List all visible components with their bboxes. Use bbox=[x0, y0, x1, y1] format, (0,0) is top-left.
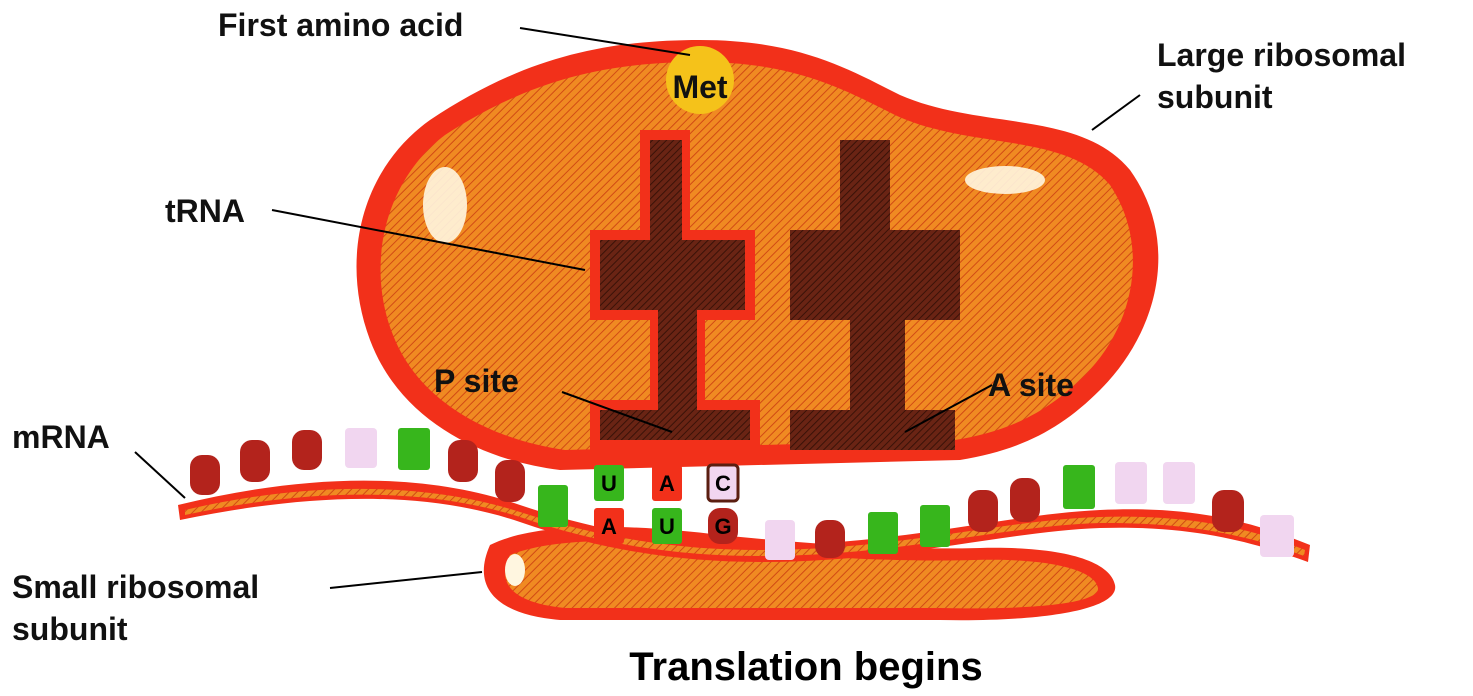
anticodon-letter-1: U bbox=[601, 471, 617, 496]
base-red bbox=[448, 440, 478, 482]
label-a-site: A site bbox=[988, 367, 1074, 403]
anticodon-letter-3: C bbox=[715, 471, 731, 496]
diagram-title: Translation begins bbox=[629, 645, 982, 689]
label-trna: tRNA bbox=[165, 193, 245, 229]
base-pink bbox=[765, 520, 795, 560]
codon: A U G bbox=[594, 508, 738, 544]
label-small-subunit-line1: Small ribosomal bbox=[12, 569, 259, 605]
base-green bbox=[868, 512, 898, 554]
label-p-site: P site bbox=[434, 363, 519, 399]
base-red bbox=[240, 440, 270, 482]
label-mrna: mRNA bbox=[12, 419, 110, 455]
base-green bbox=[920, 505, 950, 547]
leader-large-subunit bbox=[1092, 95, 1140, 130]
base-pink bbox=[345, 428, 377, 468]
base-red bbox=[292, 430, 322, 470]
codon-letter-1: A bbox=[601, 514, 617, 539]
codon-letter-2: U bbox=[659, 514, 675, 539]
base-green bbox=[538, 485, 568, 527]
base-red bbox=[190, 455, 220, 495]
base-red bbox=[495, 460, 525, 502]
base-red bbox=[1010, 478, 1040, 522]
base-green bbox=[398, 428, 430, 470]
label-first-amino-acid: First amino acid bbox=[218, 7, 463, 43]
anticodon: U A C bbox=[594, 465, 738, 501]
base-pink bbox=[1115, 462, 1147, 504]
base-pink bbox=[1163, 462, 1195, 504]
base-green bbox=[1063, 465, 1095, 509]
label-large-subunit-line2: subunit bbox=[1157, 79, 1273, 115]
small-ribosomal-subunit bbox=[484, 527, 1115, 620]
base-red bbox=[1212, 490, 1244, 532]
label-large-subunit-line1: Large ribosomal bbox=[1157, 37, 1406, 73]
leader-mrna bbox=[135, 452, 185, 498]
base-red bbox=[815, 520, 845, 558]
met-label: Met bbox=[672, 69, 727, 105]
codon-letter-3: G bbox=[714, 514, 731, 539]
base-red bbox=[968, 490, 998, 532]
met-amino-acid: Met bbox=[666, 46, 734, 114]
leader-small-subunit bbox=[330, 572, 482, 588]
anticodon-letter-2: A bbox=[659, 471, 675, 496]
label-small-subunit-line2: subunit bbox=[12, 611, 128, 647]
base-pink bbox=[1260, 515, 1294, 557]
